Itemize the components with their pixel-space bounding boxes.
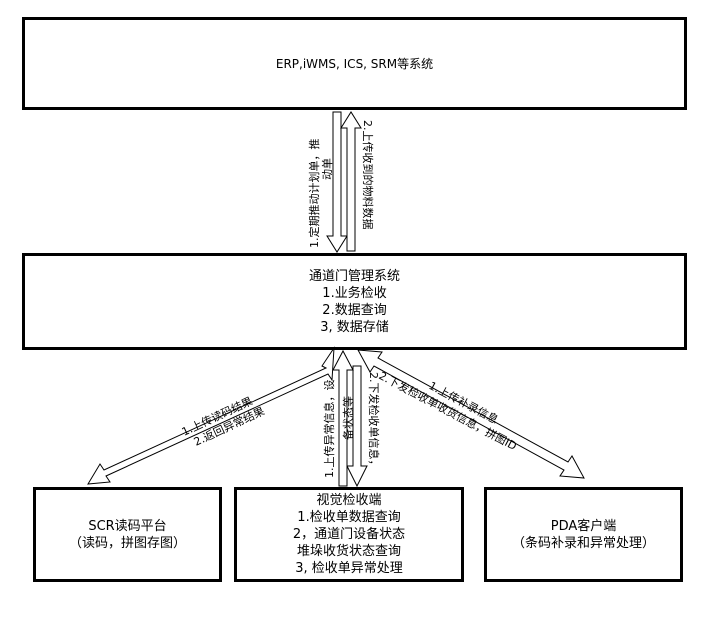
vision-client-title: 视觉检收端 xyxy=(316,493,382,508)
channel-door-item-2: 2.数据查询 xyxy=(322,302,387,318)
label-top-down-1: 1.定期推动计划单，推 xyxy=(307,139,321,249)
external-systems-title: ERP,iWMS, ICS, SRM等系统 xyxy=(275,56,434,71)
label-top-up: 2.上传收到的物料数据 xyxy=(361,120,375,230)
channel-door-system-box: 通道门管理系统 1.业务检收 2.数据查询 3, 数据存储 xyxy=(22,253,687,350)
label-vis-1: 1.上传异常信息，设 xyxy=(322,380,336,479)
vision-client-item-3: 堆垛收货状态查询 xyxy=(296,544,401,559)
vision-client-item-2: 2，通道门设备状态 xyxy=(292,527,406,542)
arrow-channel-to-vision xyxy=(346,365,368,488)
vision-client-item-4: 3, 检收单异常处理 xyxy=(295,561,403,576)
label-pda-2: 2.下发检收单收货信息，拼图ID xyxy=(377,368,520,453)
arrow-channel-scr xyxy=(87,346,335,485)
label-top-down-2: 动单 xyxy=(321,158,334,180)
scr-platform-box: SCR读码平台 （读码，拼图存图） xyxy=(33,487,222,582)
arrow-top-to-channel xyxy=(326,111,348,253)
label-vis-3: 2.下发检收单信息， xyxy=(367,372,381,471)
scr-platform-subtitle: （读码，拼图存图） xyxy=(68,535,186,551)
vision-client-item-1: 1.检收单数据查询 xyxy=(297,510,401,525)
channel-door-item-3: 3, 数据存储 xyxy=(320,319,389,335)
channel-door-item-1: 1.业务检收 xyxy=(322,285,387,301)
channel-door-system-title: 通道门管理系统 xyxy=(308,268,400,284)
scr-platform-title: SCR读码平台 xyxy=(88,518,167,534)
external-systems-box: ERP,iWMS, ICS, SRM等系统 xyxy=(22,17,687,110)
pda-client-subtitle: （条码补录和异常处理） xyxy=(511,535,655,551)
label-vis-2: 备状态等 xyxy=(341,396,355,440)
vision-client-box: 视觉检收端 1.检收单数据查询 2，通道门设备状态 堆垛收货状态查询 3, 检收… xyxy=(234,487,464,582)
pda-client-box: PDA客户端 （条码补录和异常处理） xyxy=(484,487,683,582)
arrow-channel-pda xyxy=(357,349,585,479)
arrow-vision-to-channel xyxy=(332,349,354,487)
pda-client-title: PDA客户端 xyxy=(550,518,617,534)
arrow-channel-to-top xyxy=(340,111,362,252)
